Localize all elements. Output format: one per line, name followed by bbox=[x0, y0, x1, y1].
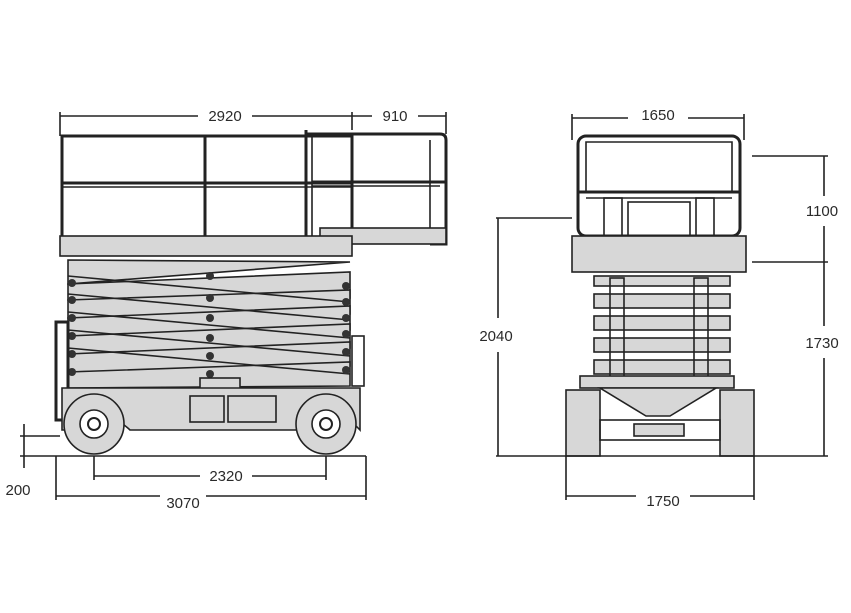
side-scissor-stack bbox=[67, 259, 351, 391]
front-dimension-lines bbox=[496, 114, 828, 500]
dim-front-base-to-platform: 1730 bbox=[805, 335, 838, 352]
dim-front-platform-width: 1650 bbox=[641, 107, 674, 124]
side-front-wheel-icon bbox=[63, 393, 125, 455]
front-view bbox=[560, 134, 766, 457]
dim-side-extension: 910 bbox=[382, 108, 407, 125]
side-guardrail bbox=[60, 130, 354, 242]
dim-side-platform-length: 2920 bbox=[208, 108, 241, 125]
side-dimension-lines bbox=[20, 112, 447, 500]
front-scissor-stack bbox=[593, 275, 731, 383]
front-chassis bbox=[565, 375, 755, 457]
dim-front-guardrail-height: 1100 bbox=[806, 203, 838, 220]
side-rear-wheel-icon bbox=[295, 393, 357, 455]
side-platform-deck bbox=[59, 235, 353, 257]
side-view bbox=[40, 130, 448, 457]
dim-front-stowed-height: 2040 bbox=[479, 328, 512, 345]
dim-side-ground-clearance: 200 bbox=[5, 482, 30, 499]
front-platform-deck bbox=[571, 235, 747, 273]
dim-side-overall-length: 3070 bbox=[166, 495, 199, 512]
side-extension-guardrail bbox=[306, 132, 448, 246]
front-guardrail bbox=[576, 134, 742, 238]
dim-side-wheelbase: 2320 bbox=[209, 468, 242, 485]
dim-front-overall-width: 1750 bbox=[646, 493, 679, 510]
